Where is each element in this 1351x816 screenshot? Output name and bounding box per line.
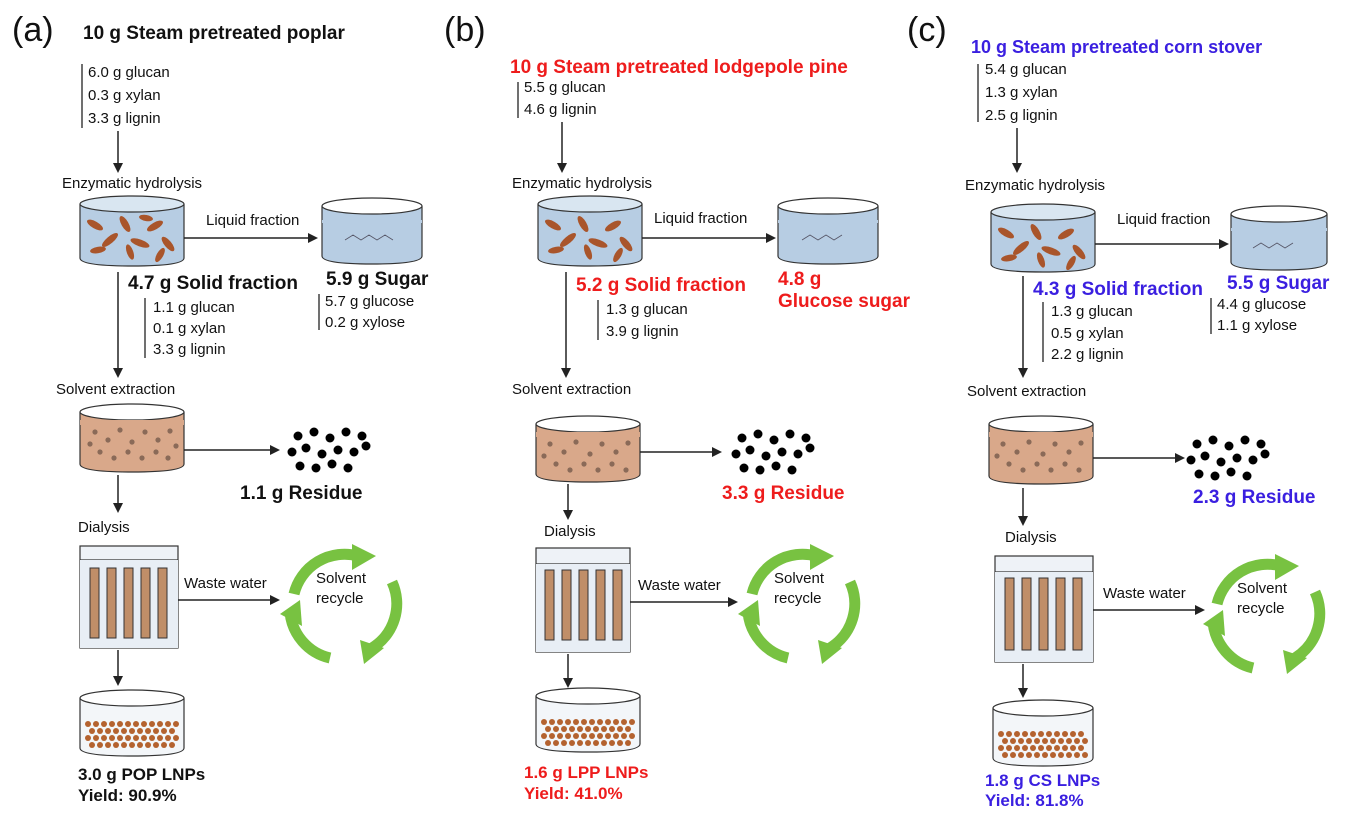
flow-graphics-a <box>79 64 423 757</box>
extraction-beaker <box>535 415 641 483</box>
product-dish <box>79 689 185 757</box>
step-hydrolysis: Enzymatic hydrolysis <box>512 175 653 192</box>
sugar-title-line2: Glucose sugar <box>778 291 910 312</box>
panel-a: (a) 10 g Steam pretreated poplar 6.0 g g… <box>0 0 450 816</box>
source-component: 4.6 g lignin <box>524 101 597 118</box>
recycle-label: recycle <box>316 590 364 607</box>
solid-component: 2.2 g lignin <box>1051 346 1124 363</box>
yield-label: Yield: 90.9% <box>78 786 177 805</box>
step-dialysis: Dialysis <box>78 519 130 536</box>
step-extraction: Solvent extraction <box>967 383 1087 400</box>
solid-fraction-title: 4.3 g Solid fraction <box>1033 279 1203 300</box>
sugar-component: 5.7 g glucose <box>325 293 415 310</box>
source-component: 3.3 g lignin <box>88 110 161 127</box>
product-dish <box>992 699 1094 767</box>
panel-label: (a) <box>12 11 54 49</box>
panel-b: (b) 10 g Steam pretreated lodgepole pine… <box>440 0 910 816</box>
source-component: 1.3 g xylan <box>985 84 1058 101</box>
liquid-fraction-label: Liquid fraction <box>206 212 300 229</box>
solvent-label: Solvent <box>774 570 825 587</box>
source-component: 5.4 g glucan <box>985 61 1067 78</box>
extraction-beaker <box>988 415 1094 485</box>
step-hydrolysis: Enzymatic hydrolysis <box>965 177 1106 194</box>
residue-label: 1.1 g Residue <box>240 483 363 504</box>
step-dialysis: Dialysis <box>1005 529 1057 546</box>
source-title: 10 g Steam pretreated poplar <box>83 23 345 44</box>
solvent-label: Solvent <box>316 570 367 587</box>
residue-particles <box>1186 435 1270 481</box>
hydrolysis-beaker <box>79 195 185 267</box>
source-component: 2.5 g lignin <box>985 107 1058 124</box>
recycle-label: recycle <box>1237 600 1285 617</box>
solid-component: 0.5 g xylan <box>1051 325 1124 342</box>
residue-particles <box>731 429 815 475</box>
yield-label: Yield: 41.0% <box>524 784 623 803</box>
residue-particles <box>287 427 371 473</box>
solid-component: 3.9 g lignin <box>606 323 679 340</box>
panel-label: (c) <box>907 11 947 49</box>
solid-fraction-title: 5.2 g Solid fraction <box>576 275 746 296</box>
step-extraction: Solvent extraction <box>56 381 176 398</box>
hydrolysis-beaker <box>990 203 1096 273</box>
flow-graphics-b <box>517 82 879 753</box>
liquid-fraction-label: Liquid fraction <box>1117 211 1211 228</box>
source-title: 10 g Steam pretreated lodgepole pine <box>510 57 848 78</box>
source-component: 6.0 g glucan <box>88 64 170 81</box>
sugar-component: 0.2 g xylose <box>325 314 406 331</box>
hydrolysis-beaker <box>537 195 643 267</box>
panel-label: (b) <box>444 11 486 49</box>
solid-component: 1.3 g glucan <box>606 301 688 318</box>
source-title: 10 g Steam pretreated corn stover <box>971 37 1263 57</box>
sugar-title: 5.5 g Sugar <box>1227 273 1330 294</box>
step-hydrolysis: Enzymatic hydrolysis <box>62 175 203 192</box>
product-dish <box>535 687 641 753</box>
waste-water-label: Waste water <box>184 575 267 592</box>
residue-label: 2.3 g Residue <box>1193 487 1316 508</box>
flow-graphics-c <box>977 64 1328 767</box>
solid-component: 0.1 g xylan <box>153 320 226 337</box>
solid-component: 1.1 g glucan <box>153 299 235 316</box>
sugar-component: 4.4 g glucose <box>1217 296 1307 313</box>
source-component: 0.3 g xylan <box>88 87 161 104</box>
product-label: 1.8 g CS LNPs <box>985 771 1101 790</box>
solid-component: 3.3 g lignin <box>153 341 226 358</box>
liquid-fraction-label: Liquid fraction <box>654 210 748 227</box>
solvent-label: Solvent <box>1237 580 1288 597</box>
solid-component: 1.3 g glucan <box>1051 303 1133 320</box>
dialysis-tank <box>994 555 1094 663</box>
dialysis-tank <box>535 547 631 653</box>
dialysis-tank <box>79 545 179 649</box>
step-extraction: Solvent extraction <box>512 381 632 398</box>
extraction-beaker <box>79 403 185 473</box>
waste-water-label: Waste water <box>638 577 721 594</box>
residue-label: 3.3 g Residue <box>722 483 845 504</box>
sugar-component: 1.1 g xylose <box>1217 317 1298 334</box>
source-component: 5.5 g glucan <box>524 79 606 96</box>
waste-water-label: Waste water <box>1103 585 1186 602</box>
panel-c: (c) 10 g Steam pretreated corn stover 5.… <box>905 0 1351 816</box>
sugar-title: 5.9 g Sugar <box>326 269 429 290</box>
sugar-beaker <box>1230 205 1328 271</box>
sugar-beaker <box>321 197 423 265</box>
sugar-beaker <box>777 197 879 265</box>
product-label: 3.0 g POP LNPs <box>78 765 206 784</box>
recycle-label: recycle <box>774 590 822 607</box>
yield-label: Yield: 81.8% <box>985 791 1084 810</box>
step-dialysis: Dialysis <box>544 523 596 540</box>
sugar-title: 4.8 g <box>778 269 822 290</box>
product-label: 1.6 g LPP LNPs <box>524 763 649 782</box>
solid-fraction-title: 4.7 g Solid fraction <box>128 273 298 294</box>
